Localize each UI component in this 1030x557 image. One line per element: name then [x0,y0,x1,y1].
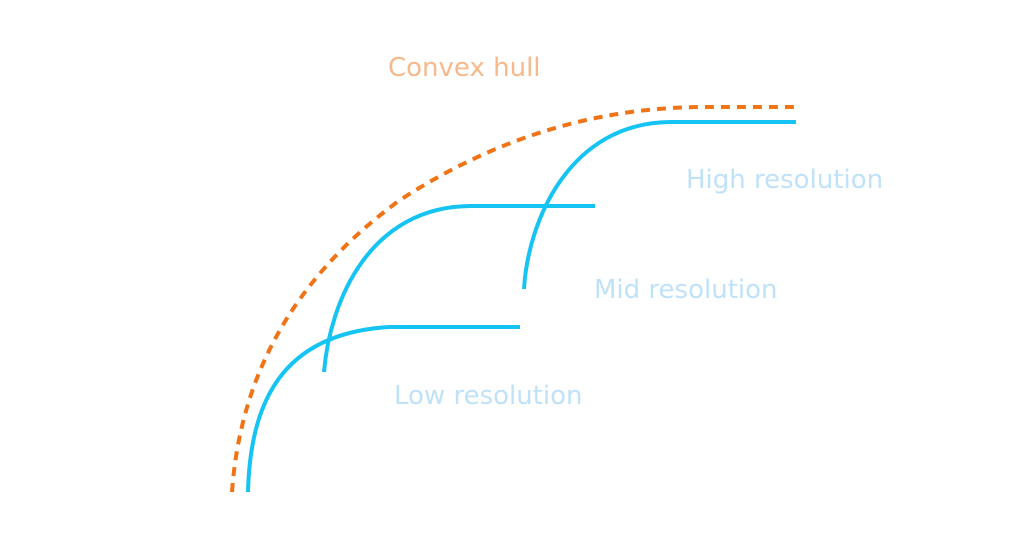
high-resolution-curve [522,120,796,290]
convex-hull-curve [230,105,797,493]
high-resolution-label: High resolution [686,165,884,195]
low-resolution-label: Low resolution [394,381,583,411]
convex-hull-label: Convex hull [388,53,541,83]
low-resolution-curve [246,325,520,493]
mid-resolution-label: Mid resolution [594,275,778,305]
mid-resolution-curve [322,204,595,373]
